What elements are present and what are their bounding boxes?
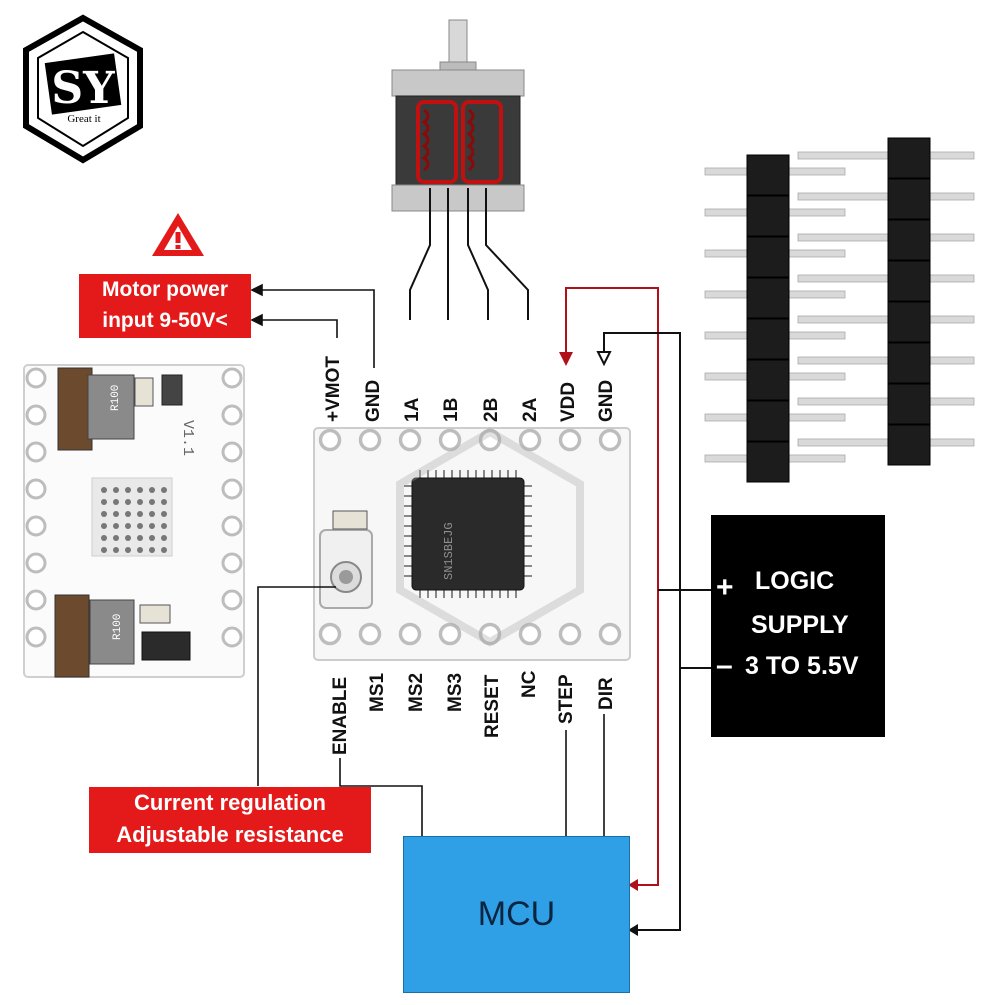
mcu-gnd-arrow <box>628 924 638 936</box>
pin-label-1b: 1B <box>441 397 462 422</box>
driver-board-back: R100 R100 V1.1 <box>23 364 245 678</box>
pin-label-reset: RESET <box>482 674 503 738</box>
current-regulation-line1: Current regulation <box>134 790 326 815</box>
pin-label-2a: 2A <box>520 397 541 422</box>
logic-minus-sign: – <box>716 649 733 682</box>
current-regulation-label: Current regulation Adjustable resistance <box>89 787 371 853</box>
pin-label-vdd: VDD <box>558 381 579 422</box>
logo-letters: SY <box>51 63 115 114</box>
resistor-label-2: R100 <box>112 614 124 640</box>
vdd-arrow <box>559 352 573 366</box>
pin-label-gnd-logic: GND <box>596 379 617 422</box>
pin-label-ms3: MS3 <box>445 672 466 712</box>
logic-supply-box: + – LOGIC SUPPLY 3 TO 5.5V <box>711 515 885 737</box>
driver-board-front: SN1SBEJG <box>313 427 631 661</box>
logic-supply-line3: 3 TO 5.5V <box>745 652 859 680</box>
current-regulation-line2: Adjustable resistance <box>116 822 344 847</box>
motor-power-line2: input 9-50V< <box>102 309 228 332</box>
pin-label-1a: 1A <box>402 397 423 422</box>
pin-label-dir: DIR <box>596 677 617 710</box>
board-version: V1.1 <box>179 420 196 456</box>
pin-label-step: STEP <box>556 674 577 724</box>
logic-plus-sign: + <box>716 571 734 604</box>
motor-power-line1: Motor power <box>102 278 228 301</box>
gnd-arrow <box>596 351 612 367</box>
warning-icon <box>152 213 204 256</box>
vdd-wire <box>565 287 659 886</box>
gnd-wire <box>603 332 711 931</box>
pin-label-vmot: +VMOT <box>323 356 344 422</box>
pin-label-enable: ENABLE <box>330 676 351 755</box>
pin-label-ms2: MS2 <box>406 672 427 712</box>
resistor-label-1: R100 <box>110 385 122 411</box>
motor-power-wires <box>250 283 375 368</box>
control-wires <box>339 714 605 836</box>
motor-power-label: Motor power input 9-50V< <box>79 274 251 338</box>
pin-label-ms1: MS1 <box>367 672 388 712</box>
motor-wires <box>409 188 529 320</box>
logo-tagline: Great it <box>67 113 100 125</box>
chip-marking: SN1SBEJG <box>442 522 456 580</box>
stepper-motor-icon <box>391 19 525 212</box>
logic-supply-line2: SUPPLY <box>751 611 849 639</box>
pin-headers-icon <box>704 137 975 483</box>
pot-leader-line <box>257 586 336 786</box>
logic-supply-line1: LOGIC <box>755 567 835 595</box>
sy-logo: SY Great it <box>23 14 143 164</box>
pin-label-gnd-motor: GND <box>363 379 384 422</box>
mcu-label: MCU <box>477 895 556 933</box>
pin-label-2b: 2B <box>481 397 502 422</box>
mcu-block: MCU <box>403 836 630 993</box>
pin-label-nc: NC <box>519 670 540 698</box>
mcu-vdd-arrow <box>628 879 638 891</box>
